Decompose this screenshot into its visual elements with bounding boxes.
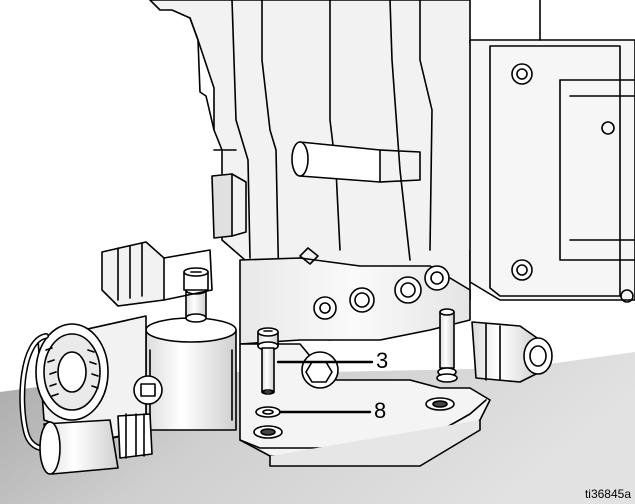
washer (255, 406, 281, 418)
pump-base (239, 247, 471, 345)
upper-frame (149, 0, 635, 341)
right-fitting (471, 321, 553, 383)
right-bolt (436, 308, 458, 383)
base-plate (239, 343, 491, 467)
manifold (19, 315, 163, 475)
callout-label-3: 3 (376, 348, 389, 373)
callout-label-8: 8 (374, 398, 387, 423)
connector-plug (101, 241, 213, 307)
figure-id: ti36845a (584, 487, 631, 501)
cap-screw (257, 327, 279, 395)
pump-cylinder (145, 267, 237, 431)
